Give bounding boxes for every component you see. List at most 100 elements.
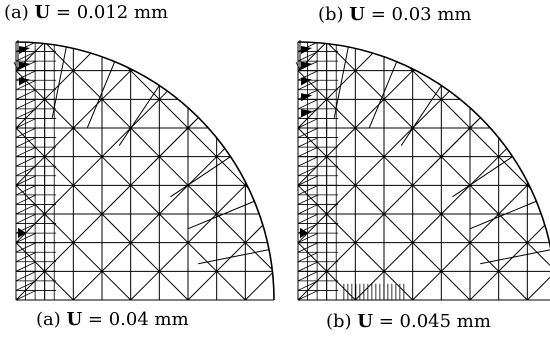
mesh-refined-diagonal [298, 204, 319, 215]
mesh-refined-diagonal [16, 165, 37, 177]
mesh-diagonal [298, 70, 328, 100]
mesh-diagonal [498, 184, 528, 215]
mesh-refined-diagonal [298, 98, 319, 110]
mesh-diagonal [412, 213, 442, 244]
mesh-diagonal [326, 184, 356, 215]
mesh-diagonal [216, 184, 246, 215]
mesh-diagonal [101, 70, 132, 100]
mesh-diagonal [16, 127, 46, 158]
mesh-refined-diagonal [298, 280, 319, 291]
mesh-refined-diagonal [16, 108, 37, 119]
mesh-refined-diagonal [16, 194, 37, 205]
mesh-diagonal [526, 270, 550, 300]
mesh-diagonal [101, 127, 132, 158]
mesh-diagonal [326, 270, 356, 300]
mesh-spoke [146, 117, 199, 170]
mesh-diagonal [187, 184, 218, 215]
mesh-diagonal [298, 213, 328, 244]
mesh-diagonal [44, 184, 74, 215]
caption-value: = 0.012 mm [50, 2, 169, 23]
mesh-diagonal [72, 184, 103, 215]
mesh-refined-diagonal [298, 51, 319, 62]
mesh-diagonal [298, 242, 328, 272]
mesh-refined-diagonal [298, 270, 319, 282]
mesh-diagonal [101, 98, 132, 129]
mesh-diagonal [101, 270, 132, 300]
mesh-diagonal [412, 242, 442, 272]
mesh-diagonal [383, 70, 414, 100]
mesh-diagonal [244, 156, 274, 186]
mesh-diagonal [440, 98, 471, 129]
mesh-diagonal [216, 156, 246, 186]
mesh-diagonal [298, 270, 328, 300]
mesh-diagonal [440, 184, 471, 215]
mesh-yield-element [18, 227, 26, 239]
mesh-diagonal [354, 156, 385, 186]
mesh-spoke [452, 156, 513, 198]
mesh-diagonal [326, 98, 356, 129]
mesh-refined-diagonal [298, 156, 319, 167]
mesh-diagonal [72, 42, 103, 72]
mesh-diagonal [354, 70, 385, 100]
mesh-panel-2 [295, 40, 550, 302]
caption-variable: U [349, 4, 365, 25]
mesh-spoke [400, 85, 442, 146]
mesh-diagonal [412, 270, 442, 300]
mesh-diagonal [298, 156, 328, 186]
load-arrow-head [295, 61, 305, 71]
mesh-refined-diagonal [16, 184, 37, 196]
mesh-spoke [198, 249, 270, 265]
mesh-diagonal [16, 70, 46, 100]
mesh-diagonal [130, 270, 160, 300]
mesh-diagonal [383, 98, 414, 129]
mesh-diagonal [130, 184, 160, 215]
mesh-yield-element [19, 77, 30, 86]
caption-panel-3: (a) U = 0.04 mm [36, 310, 189, 330]
mesh-refined-diagonal [298, 175, 319, 186]
mesh-diagonal [298, 127, 328, 158]
mesh-spoke [170, 156, 231, 198]
mesh-diagonal [440, 242, 471, 272]
mesh-diagonal [244, 270, 274, 300]
mesh-diagonal [244, 213, 274, 244]
mesh-refined-diagonal [298, 79, 319, 91]
mesh-diagonal [498, 213, 528, 244]
mesh-diagonal [298, 184, 328, 215]
mesh-refined-diagonal [298, 242, 319, 253]
fem-mesh-diagram [13, 40, 275, 301]
mesh-diagonal [326, 213, 356, 244]
mesh-diagonal [44, 127, 74, 158]
caption-value: = 0.04 mm [82, 309, 189, 330]
caption-panel-1: (a) U = 0.012 mm [4, 3, 168, 23]
mesh-interior [16, 42, 274, 300]
mesh-diagonal [187, 156, 218, 186]
mesh-diagonal [101, 184, 132, 215]
mesh-diagonal [526, 156, 550, 186]
mesh-spoke [368, 61, 398, 129]
mesh-spoke [118, 85, 160, 146]
mesh-diagonal [440, 270, 471, 300]
caption-variable: U [357, 311, 373, 332]
mesh-refined-diagonal [298, 165, 319, 177]
mesh-yield-element [19, 46, 30, 54]
mesh-diagonal [469, 270, 500, 300]
mesh-refined-diagonal [16, 232, 37, 244]
mesh-yield-element [301, 61, 312, 70]
mesh-diagonal [383, 270, 414, 300]
mesh-diagonal [216, 213, 246, 244]
mesh-diagonal [16, 156, 46, 186]
mesh-diagonal [130, 127, 160, 158]
mesh-refined-diagonal [298, 232, 319, 244]
mesh-group [295, 40, 550, 301]
mesh-diagonal [158, 98, 189, 129]
caption-panel-2: (b) U = 0.03 mm [318, 5, 471, 25]
mesh-diagonal [469, 127, 500, 158]
caption-prefix: (b) [318, 4, 350, 25]
mesh-diagonal [469, 242, 500, 272]
mesh-diagonal [130, 42, 160, 72]
mesh-diagonal [72, 242, 103, 272]
mesh-diagonal [44, 156, 74, 186]
caption-value: = 0.03 mm [365, 4, 472, 25]
mesh-diagonal [72, 70, 103, 100]
mesh-diagonal [187, 127, 218, 158]
